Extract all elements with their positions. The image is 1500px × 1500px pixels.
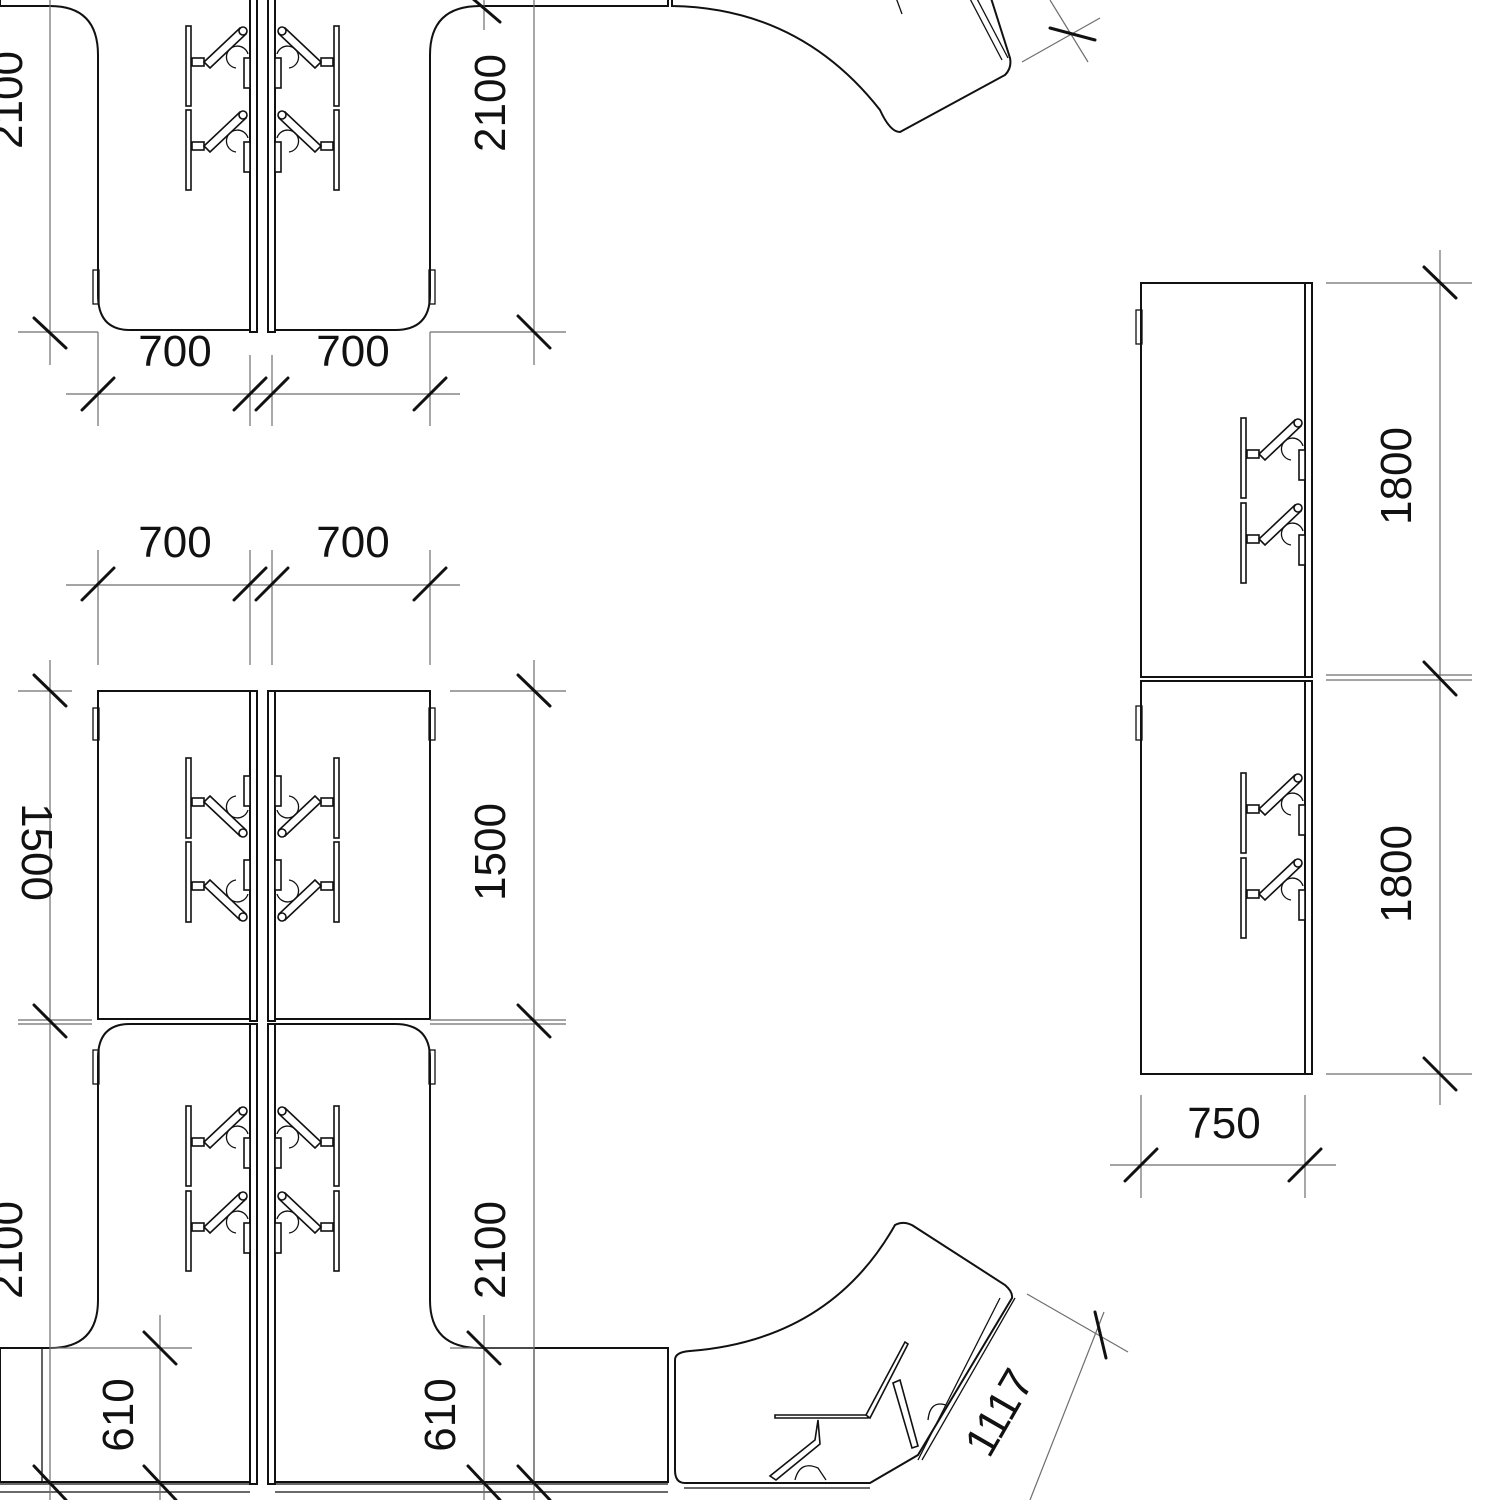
dim-top-left-depth: 2100 — [0, 51, 32, 149]
middle-right-desk[interactable] — [274, 690, 431, 1020]
dim-bottom-return-left: 610 — [94, 1378, 143, 1451]
monitor-arm-icon — [768, 1340, 947, 1481]
dim-middle-right-depth: 1500 — [466, 803, 515, 901]
cable-port — [1135, 309, 1143, 345]
dim-right-upper-depth: 1800 — [1372, 427, 1421, 525]
top-left-desk[interactable] — [0, 0, 251, 331]
divider-screen — [249, 0, 258, 333]
divider-screen — [267, 0, 276, 333]
cable-port — [428, 269, 436, 305]
dim-bottom-return-right: 610 — [416, 1378, 465, 1451]
dim-bottom-right-depth: 2100 — [466, 1201, 515, 1299]
divider-screen — [267, 1023, 276, 1485]
middle-left-desk[interactable] — [97, 690, 251, 1020]
divider-screen — [1304, 282, 1313, 678]
dim-right-lower-depth: 1800 — [1372, 825, 1421, 923]
bottom-corner-desk[interactable] — [674, 1221, 1129, 1500]
divider-screen — [267, 690, 276, 1022]
top-right-desk[interactable] — [274, 0, 669, 331]
top-cluster — [0, 0, 669, 426]
cable-port — [428, 707, 436, 741]
cable-port — [428, 1049, 436, 1085]
divider-screen — [249, 690, 258, 1022]
right-bench — [1110, 250, 1472, 1198]
divider-screen — [1304, 680, 1313, 1075]
dim-middle-left-depth: 1500 — [12, 803, 61, 901]
dim-corner-length: 1117 — [955, 1361, 1043, 1465]
middle-cluster — [18, 550, 566, 1060]
dim-top-right-depth: 2100 — [466, 54, 515, 152]
top-corner-desk[interactable] — [671, 0, 1101, 134]
bottom-cluster — [0, 1023, 669, 1500]
dim-middle-width-left: 700 — [138, 518, 211, 567]
dim-top-width-left: 700 — [138, 327, 211, 376]
dim-top-width-right: 700 — [316, 327, 389, 376]
cable-port — [92, 707, 100, 741]
cable-port — [92, 1049, 100, 1085]
cable-port — [1135, 705, 1143, 741]
cable-port — [92, 269, 100, 305]
right-upper-desk[interactable] — [1140, 282, 1309, 678]
divider-screen — [249, 1023, 258, 1485]
dim-middle-width-right: 700 — [316, 518, 389, 567]
dim-right-width: 750 — [1187, 1099, 1260, 1148]
dim-bottom-left-depth: 2100 — [0, 1201, 32, 1299]
